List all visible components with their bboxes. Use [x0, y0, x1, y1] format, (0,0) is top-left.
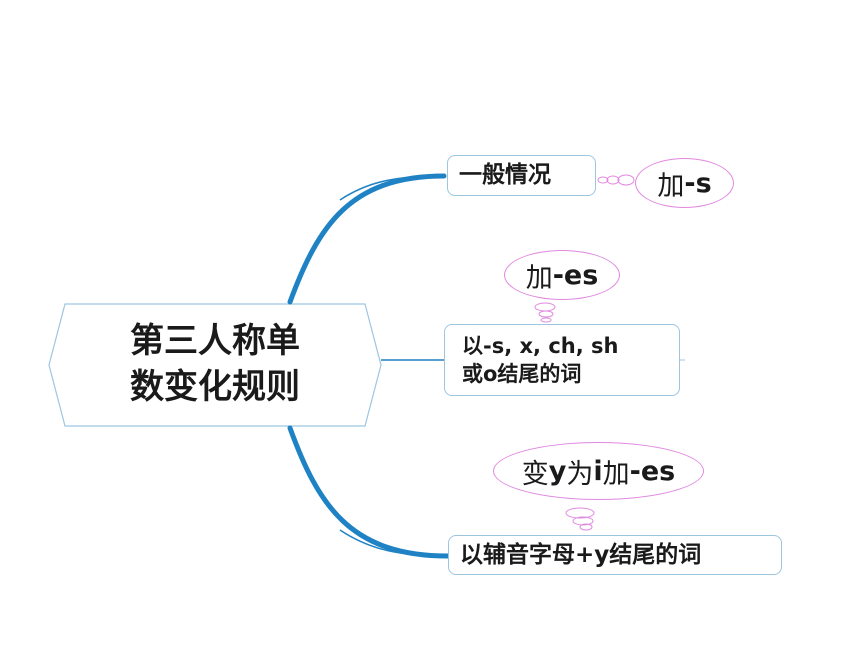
- note-1-tail: [597, 174, 635, 186]
- branch-general-case: 一般情况: [447, 155, 596, 196]
- note-3-suffix: -es: [629, 455, 676, 487]
- central-topic-line-2: 数变化规则: [130, 367, 300, 407]
- note-3-part-3: 为: [566, 458, 594, 490]
- note-3-tail: [565, 507, 595, 531]
- central-topic-shape: [48, 303, 382, 427]
- branch-2-label-line-1: 以-s, x, ch, sh: [462, 334, 619, 358]
- note-add-es: 加-es: [504, 250, 620, 300]
- branch-1-label: 一般情况: [459, 162, 551, 188]
- note-2-tail: [534, 302, 556, 323]
- note-add-s: 加-s: [635, 158, 734, 208]
- branch-consonant-y: 以辅音字母+y结尾的词: [448, 535, 782, 575]
- branch-s-x-ch-sh-o: 以-s, x, ch, sh 或o结尾的词: [444, 324, 680, 396]
- central-topic: 第三人称单 数变化规则: [80, 318, 350, 410]
- connector-branch-1: [287, 173, 447, 305]
- note-2-suffix: -es: [552, 259, 599, 291]
- note-3-part-5: 加: [602, 458, 630, 490]
- central-topic-line-1: 第三人称单: [130, 321, 300, 361]
- note-2-prefix: 加: [525, 262, 553, 294]
- note-3-part-1: 变: [521, 458, 549, 490]
- branch-2-label-line-2: 或o结尾的词: [462, 362, 582, 386]
- note-3-part-4: i: [593, 455, 603, 487]
- note-1-prefix: 加: [657, 170, 685, 202]
- branch-3-label: 以辅音字母+y结尾的词: [460, 542, 702, 568]
- connector-branch-3: [287, 425, 451, 559]
- note-3-part-2: y: [548, 455, 567, 487]
- note-1-suffix: -s: [684, 167, 712, 199]
